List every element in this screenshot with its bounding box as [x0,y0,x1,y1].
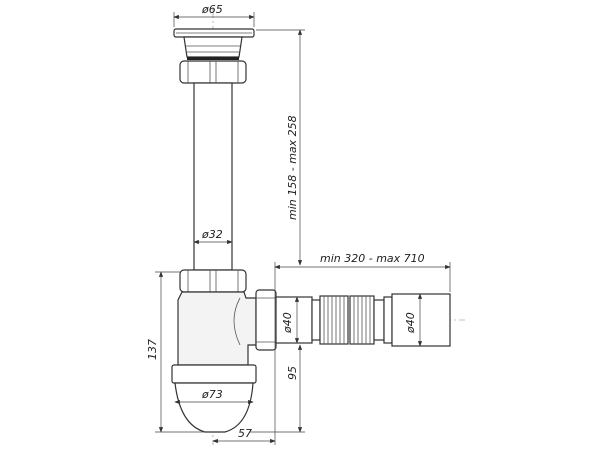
dim-bottle-height: 137 [146,271,205,433]
dim-outlet-offset: 57 [212,427,276,444]
bottle-diameter-label: ø73 [201,388,223,401]
corrugated-section [319,295,375,345]
outlet-pipe [275,293,451,347]
pipe-diameter-label: ø32 [201,228,223,241]
height-range-label: min 158 - max 258 [286,115,299,220]
dim-outlet-height: 95 [250,344,305,433]
siphon-bottle [171,291,257,433]
outlet-diameter-outlet-label: ø40 [404,312,417,334]
dim-outlet-length: min 320 - max 710 [274,252,451,445]
bottle-height-label: 137 [146,339,159,360]
lower-nut [179,269,247,293]
outlet-height-label: 95 [286,366,299,380]
dim-height-range: min 158 - max 258 [256,29,305,266]
dim-outlet-diameter-outlet: ø40 [404,293,423,347]
outlet-diameter-inlet-label: ø40 [281,312,294,334]
outlet-length-label: min 320 - max 710 [320,252,425,265]
outlet-nut [255,289,277,351]
strainer-cap [173,28,255,60]
upper-nut [179,60,247,84]
dim-cap-diameter: ø65 [173,3,255,27]
vertical-pipe [193,82,233,271]
outlet-offset-label: 57 [238,427,252,440]
cap-diameter-label: ø65 [201,3,223,16]
dim-bottle-diameter: ø73 [174,388,254,405]
dim-pipe-diameter: ø32 [193,228,233,245]
dim-outlet-diameter-inlet: ø40 [281,296,300,344]
